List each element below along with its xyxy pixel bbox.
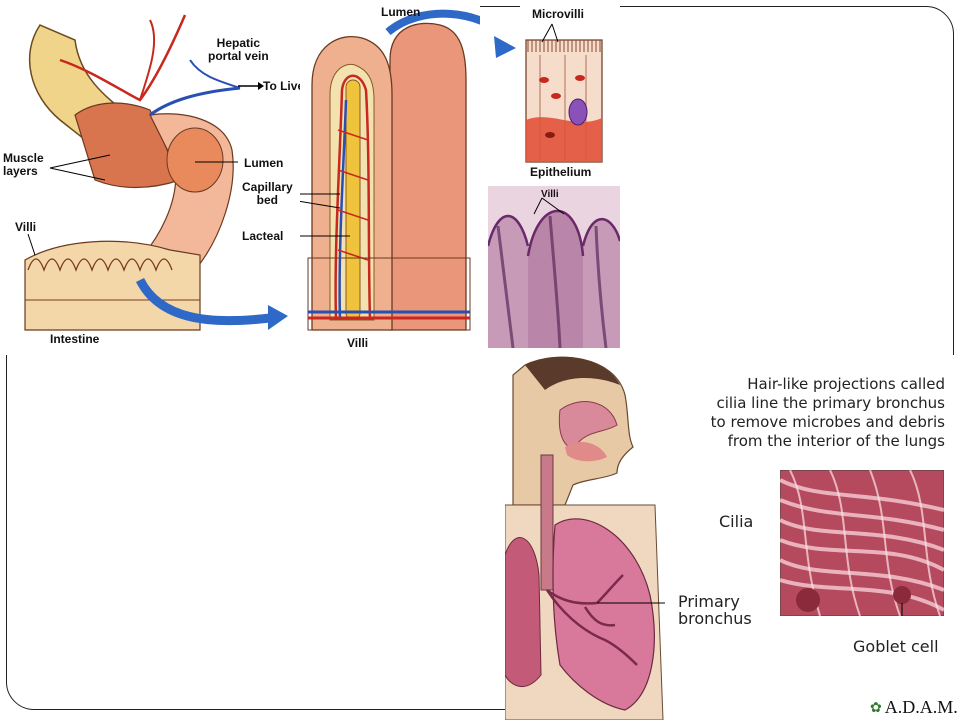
label-muscle-layers: Muscle layers	[3, 151, 44, 178]
label-microvilli: Microvilli	[532, 7, 585, 21]
adam-logo: ✿ A.D.A.M.	[870, 697, 958, 718]
respiratory-caption: Hair-like projections called cilia line …	[710, 375, 945, 450]
label-epithelium: Epithelium	[530, 165, 592, 179]
label-primary-bronchus: Primary bronchus	[678, 592, 752, 628]
villi-micrograph-panel: Villi	[486, 186, 622, 349]
human-respiratory-illustration	[505, 356, 665, 720]
label-micrograph-villi: Villi	[541, 189, 559, 200]
adam-logo-text: A.D.A.M.	[884, 697, 958, 717]
label-villi: Villi	[15, 220, 37, 234]
label-lumen-top: Lumen	[381, 5, 421, 19]
top-arrowhead	[494, 36, 516, 58]
cilia-micrograph	[780, 470, 944, 616]
label-to-liver: To Liver	[263, 79, 309, 93]
intestine-panel: Hepatic portal vein To Liver Muscle laye…	[0, 0, 309, 355]
epithelium-panel: Microvilli Epithelium	[520, 0, 620, 182]
label-lumen: Lumen	[244, 156, 284, 170]
label-intestine: Intestine	[50, 332, 100, 346]
label-goblet-cell: Goblet cell	[853, 637, 939, 656]
villus-panel: Lumen Capillary bed Lacteal Villi	[242, 0, 513, 355]
label-capillary-bed: Capillary bed	[242, 180, 293, 207]
respiratory-panel: Hair-like projections called cilia line …	[505, 355, 958, 720]
label-hepatic-portal-vein: Hepatic portal vein	[208, 36, 269, 63]
villus-illustration	[291, 9, 513, 331]
intestine-illustration	[24, 14, 288, 331]
villi-micrograph	[486, 186, 622, 349]
leaf-icon: ✿	[870, 699, 882, 715]
label-cilia: Cilia	[719, 512, 754, 531]
label-lacteal: Lacteal	[242, 229, 284, 243]
epithelium-illustration	[525, 23, 603, 163]
label-villi-bottom: Villi	[347, 336, 369, 350]
